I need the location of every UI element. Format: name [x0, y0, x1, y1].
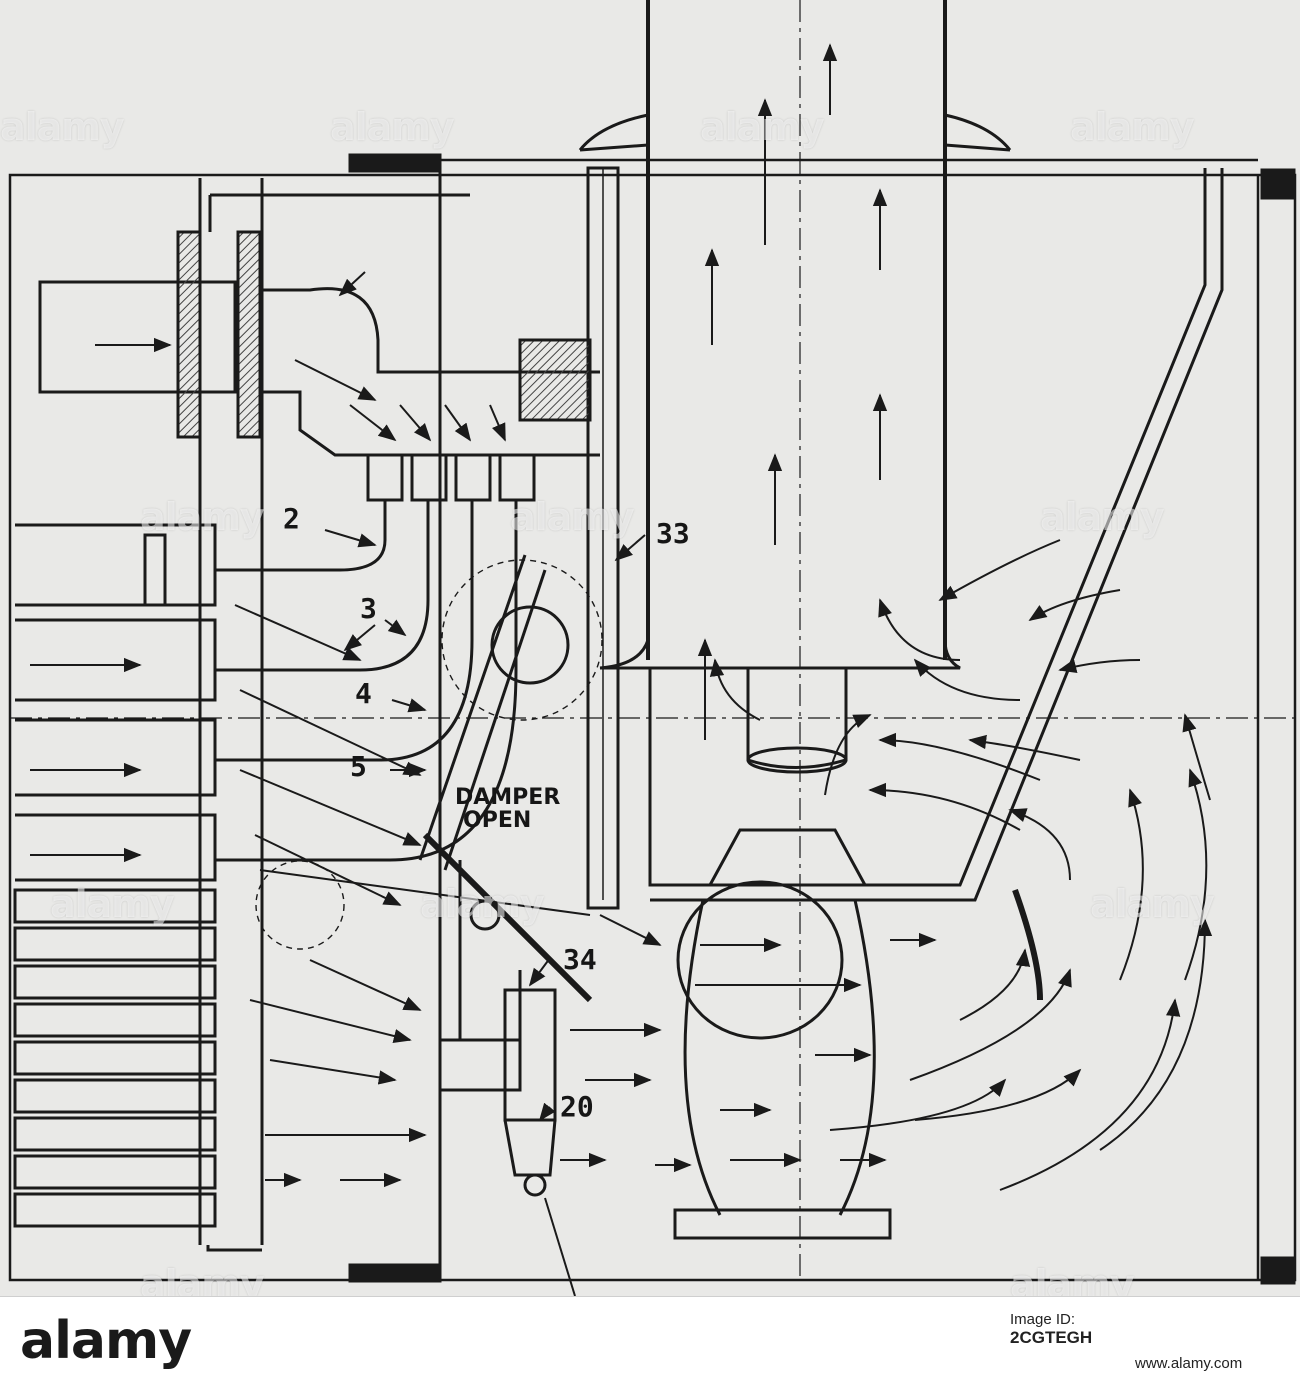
image-id: Image ID: 2CGTEGH — [1010, 1311, 1092, 1348]
engine-intake-diagram — [8, 0, 1297, 1296]
leader-lines — [324, 271, 646, 1122]
swirl-arrows — [709, 539, 1213, 1191]
finned-radiator — [13, 523, 217, 1228]
image-id-value: 2CGTEGH — [1010, 1328, 1093, 1347]
flow-arrows — [30, 43, 937, 1188]
site-url: www.alamy.com — [1135, 1355, 1243, 1372]
damper-label-line1: DAMPER — [455, 785, 561, 810]
damper-label-line2: OPEN — [463, 808, 532, 834]
label-4: 4 — [355, 677, 372, 710]
image-id-label: Image ID: — [1010, 1311, 1076, 1328]
valve-body — [673, 828, 892, 1240]
damper-open-label: DAMPER OPEN — [455, 786, 560, 832]
stock-footer: alamy Image ID: 2CGTEGH www.alamy.com — [0, 1296, 1300, 1387]
label-5: 5 — [350, 750, 367, 783]
damper-vane — [1012, 888, 1043, 1001]
damper-duct — [255, 554, 603, 1296]
label-3: 3 — [360, 592, 377, 625]
branch-tubes — [215, 500, 518, 862]
label-2: 2 — [283, 502, 300, 535]
label-20: 20 — [560, 1090, 594, 1123]
label-34: 34 — [563, 943, 597, 976]
intake-pipe — [38, 193, 600, 502]
housing-outline — [8, 0, 1297, 1285]
label-33: 33 — [656, 517, 690, 550]
brand-logo: alamy — [20, 1311, 192, 1371]
